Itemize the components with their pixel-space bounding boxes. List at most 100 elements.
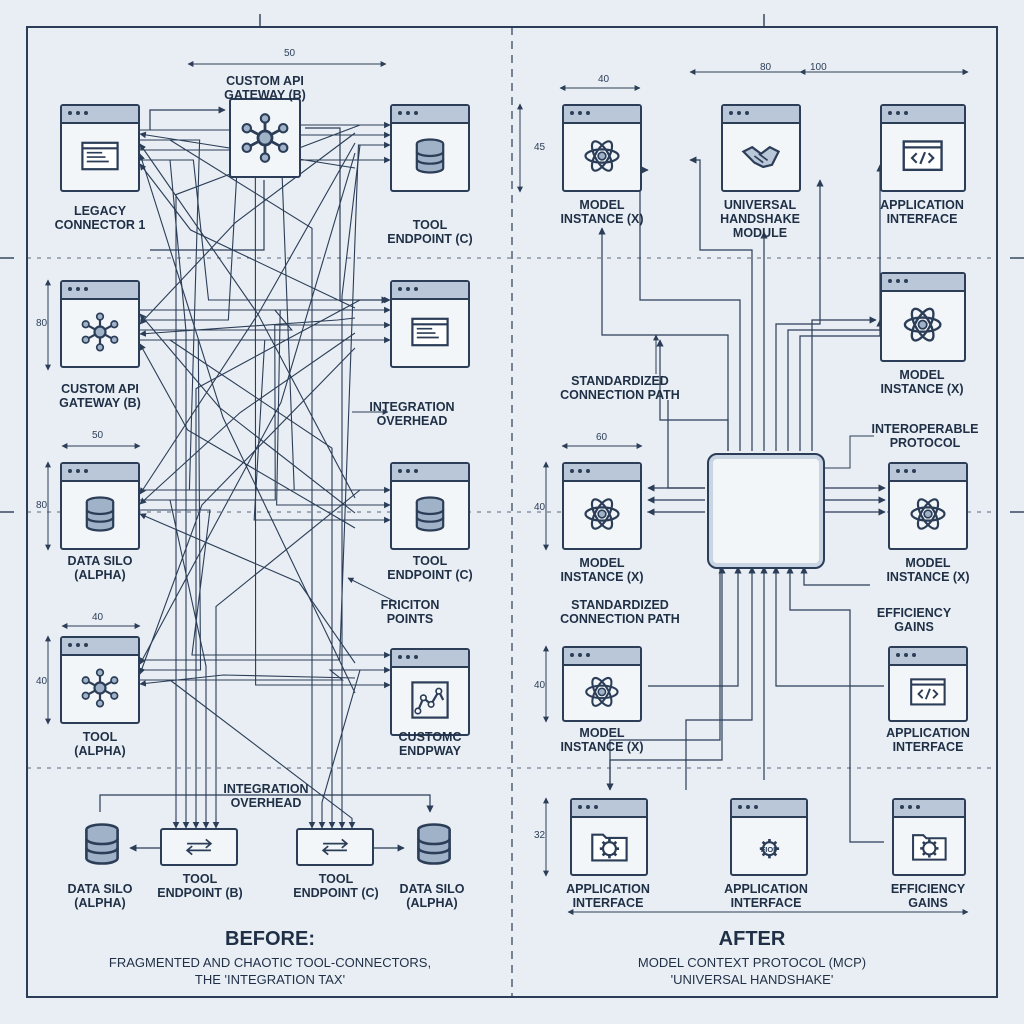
fiop-label: FIOP xyxy=(760,844,778,853)
window-body xyxy=(723,122,799,190)
after-node-3[interactable] xyxy=(880,272,966,362)
window-titlebar xyxy=(890,464,966,482)
after-dim-e: 60 xyxy=(596,432,608,443)
before-node-8[interactable] xyxy=(390,648,470,736)
after-node-label-1: UNIVERSAL HANDSHAKE MODULE xyxy=(720,198,800,240)
after-node-7[interactable] xyxy=(888,646,968,722)
before-dim-left-1: 80 xyxy=(36,318,48,329)
after-dim-b: 80 xyxy=(760,62,772,73)
window-body xyxy=(62,654,138,722)
before-node-7[interactable] xyxy=(60,636,140,724)
window-body xyxy=(882,122,964,190)
after-annotation-standardized-path-2: STANDARDIZED CONNECTION PATH xyxy=(560,598,680,626)
before-node-2[interactable] xyxy=(390,104,470,192)
after-node-8[interactable] xyxy=(570,798,648,876)
code-brackets-icon xyxy=(902,140,944,172)
window-body xyxy=(62,480,138,548)
after-dim-f: 40 xyxy=(534,502,546,513)
after-subtitle: MODEL CONTEXT PROTOCOL (MCP) 'UNIVERSAL … xyxy=(637,955,867,987)
before-node-0[interactable] xyxy=(60,104,140,192)
after-dim-a: 40 xyxy=(598,74,610,85)
window-titlebar xyxy=(732,800,806,818)
code-brackets-icon xyxy=(910,678,946,706)
bidirectional-arrow-icon xyxy=(185,838,213,856)
after-node-1[interactable] xyxy=(721,104,801,192)
window-body xyxy=(564,480,640,548)
before-node-label-7: TOOL (ALPHA) xyxy=(74,730,126,758)
before-node-label-8: CUSTOMC ENDPWAY xyxy=(398,730,462,758)
before-subtitle: FRAGMENTED AND CHAOTIC TOOL-CONNECTORS, … xyxy=(108,955,432,987)
before-annotation-integration-overhead: INTEGRATION OVERHEAD xyxy=(369,400,455,428)
after-dim-h: 32 xyxy=(534,830,546,841)
before-title: BEFORE: xyxy=(225,928,315,950)
graph-chart-icon xyxy=(411,681,449,719)
window-titlebar xyxy=(890,648,966,666)
after-node-label-9: APPLICATION INTERFACE xyxy=(724,882,808,910)
after-node-label-7: APPLICATION INTERFACE xyxy=(886,726,970,754)
after-title: AFTER xyxy=(718,928,786,950)
before-dim-left-3: 40 xyxy=(36,676,48,687)
network-hub-icon xyxy=(81,668,119,708)
before-node-3[interactable] xyxy=(390,280,470,368)
before-node-label-2: TOOL ENDPOINT (C) xyxy=(387,218,473,246)
after-annotation-efficiency-gains: EFFICIENCY GAINS xyxy=(876,606,952,634)
window-titlebar xyxy=(572,800,646,818)
before-node-4[interactable] xyxy=(60,280,140,368)
atom-icon xyxy=(584,498,620,530)
window-body xyxy=(564,122,640,190)
before-node-1[interactable] xyxy=(229,98,301,178)
mcp-hub[interactable] xyxy=(707,453,825,569)
window-titlebar xyxy=(62,282,138,300)
window-body xyxy=(392,122,468,190)
window-titlebar xyxy=(564,648,640,666)
before-node-9[interactable] xyxy=(76,818,128,875)
after-node-2[interactable] xyxy=(880,104,966,192)
after-node-5[interactable] xyxy=(888,462,968,550)
code-window-icon xyxy=(411,317,449,347)
before-dim-low: 40 xyxy=(92,612,104,623)
window-titlebar xyxy=(392,282,468,300)
before-node-label-11: TOOL ENDPOINT (C) xyxy=(293,872,379,900)
after-node-label-10: EFFICIENCY GAINS xyxy=(890,882,966,910)
after-node-label-5: MODEL INSTANCE (X) xyxy=(886,556,970,584)
database-icon xyxy=(417,823,451,865)
window-titlebar xyxy=(882,106,964,124)
window-titlebar xyxy=(564,106,640,124)
before-node-5[interactable] xyxy=(60,462,140,550)
after-node-label-3: MODEL INSTANCE (X) xyxy=(880,368,964,396)
window-titlebar xyxy=(882,274,964,292)
after-dim-c: 100 xyxy=(810,62,827,73)
after-annotation-standardized-path-1: STANDARDIZED CONNECTION PATH xyxy=(560,374,680,402)
before-node-6[interactable] xyxy=(390,462,470,550)
before-node-11[interactable] xyxy=(296,828,374,866)
after-node-9[interactable]: FIOP xyxy=(730,798,808,876)
window-titlebar xyxy=(392,650,468,668)
after-node-label-6: MODEL INSTANCE (X) xyxy=(560,726,644,754)
gear-icon xyxy=(590,833,628,862)
window-body xyxy=(392,480,468,548)
bidirectional-arrow-icon xyxy=(321,838,349,856)
before-node-label-6: TOOL ENDPOINT (C) xyxy=(387,554,473,582)
after-node-label-0: MODEL INSTANCE (X) xyxy=(560,198,644,226)
window-body xyxy=(392,298,468,366)
atom-icon xyxy=(585,677,619,707)
after-node-10[interactable] xyxy=(892,798,966,876)
gear-icon xyxy=(911,833,947,861)
after-dim-d: 45 xyxy=(534,142,546,153)
after-node-label-8: APPLICATION INTERFACE xyxy=(566,882,650,910)
after-node-4[interactable] xyxy=(562,462,642,550)
database-icon xyxy=(415,496,445,532)
after-node-label-2: APPLICATION INTERFACE xyxy=(880,198,964,226)
window-titlebar xyxy=(894,800,964,818)
window-body xyxy=(62,122,138,190)
after-dim-g: 40 xyxy=(534,680,546,691)
before-node-label-0: LEGACY CONNECTOR 1 xyxy=(54,204,146,232)
before-node-label-10: TOOL ENDPOINT (B) xyxy=(157,872,243,900)
after-node-0[interactable] xyxy=(562,104,642,192)
after-node-6[interactable] xyxy=(562,646,642,722)
before-node-label-4: CUSTOM API GATEWAY (B) xyxy=(59,382,141,410)
before-node-label-9: DATA SILO (ALPHA) xyxy=(67,882,133,910)
window-titlebar xyxy=(723,106,799,124)
before-node-10[interactable] xyxy=(160,828,238,866)
before-node-12[interactable] xyxy=(408,818,460,875)
